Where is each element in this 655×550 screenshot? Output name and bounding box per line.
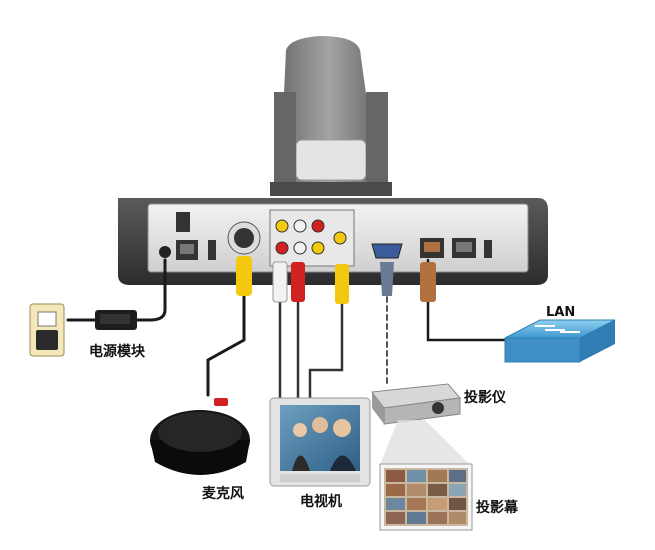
microphone-icon xyxy=(150,398,250,475)
codec-unit xyxy=(118,198,548,285)
label-microphone: 麦克风 xyxy=(202,485,244,502)
cables xyxy=(66,256,507,402)
power-outlet-icon xyxy=(29,303,65,357)
label-screen: 投影幕 xyxy=(476,499,519,516)
projection-beam xyxy=(380,420,470,465)
vga-port xyxy=(371,243,403,259)
usb-port xyxy=(208,240,216,260)
projection-screen-icon xyxy=(379,463,473,531)
power-adapter-icon xyxy=(95,310,137,330)
label-lan: LAN xyxy=(546,305,575,320)
label-projector: 投影仪 xyxy=(464,390,507,406)
camera-head-icon xyxy=(270,36,392,196)
lan-switch-icon xyxy=(504,319,616,363)
dc-in-port xyxy=(159,246,171,258)
label-power-module: 电源模块 xyxy=(89,343,146,360)
projector-icon xyxy=(371,383,461,425)
tv-icon xyxy=(269,397,371,487)
label-tv: 电视机 xyxy=(300,493,342,510)
